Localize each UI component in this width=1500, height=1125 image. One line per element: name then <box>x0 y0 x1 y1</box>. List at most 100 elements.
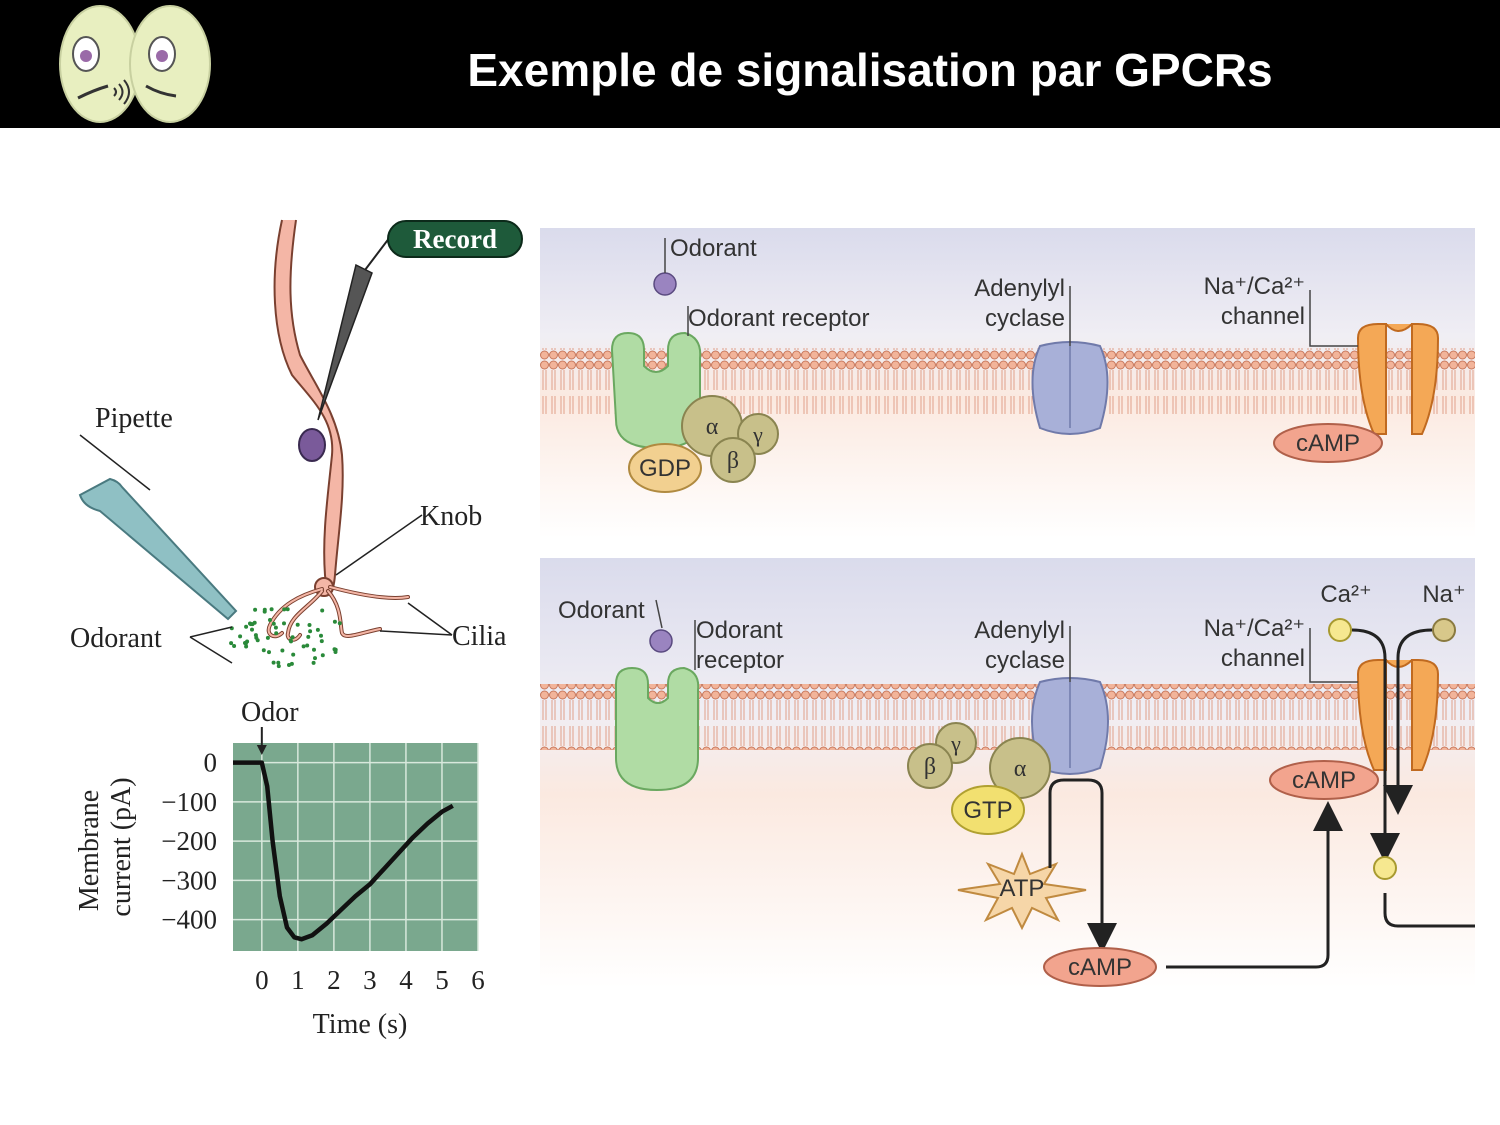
odorant-dot <box>319 639 324 644</box>
atp-molecule <box>957 851 1087 931</box>
ca-ion <box>1328 618 1352 642</box>
produced-camp-label: cAMP <box>1068 954 1132 981</box>
odorant-dot <box>268 618 272 622</box>
odorant-dot <box>307 623 312 627</box>
odorant-dot <box>245 639 250 644</box>
intracellular-ca-ion <box>1373 856 1397 880</box>
top-receptor-label: Odorant receptor <box>688 305 869 332</box>
odorant-dot <box>337 621 342 626</box>
odorant-dot <box>276 660 281 665</box>
na-ion <box>1432 618 1456 642</box>
record-badge <box>387 220 523 258</box>
header-bar <box>0 0 1500 128</box>
cell-nucleus <box>298 428 326 462</box>
y-tick-label: −200 <box>161 826 217 856</box>
bottom-gamma-label: γ <box>950 731 961 756</box>
ca-influx-arrow <box>1351 628 1400 863</box>
odorant-dot <box>333 650 338 654</box>
y-tick-label: −100 <box>161 787 217 817</box>
odorant-dot <box>290 635 295 640</box>
odorant-dot <box>229 641 234 646</box>
odorant-dot <box>253 607 258 612</box>
odorant-dot <box>301 644 306 649</box>
y-axis-label-line-2: current (pA) <box>106 777 137 916</box>
odorant-dot <box>332 619 337 624</box>
odorant-dot <box>295 622 300 627</box>
top-beta-label: β <box>727 448 739 474</box>
top-alpha-label: α <box>706 414 719 440</box>
x-tick-label: 4 <box>399 965 413 995</box>
camp-to-channel-arrow <box>1166 801 1343 969</box>
channel-camp-label: cAMP <box>1292 767 1356 794</box>
produced-camp-molecule <box>1043 947 1157 987</box>
x-tick-label: 0 <box>255 965 269 995</box>
odorant-dot <box>265 635 270 640</box>
odorant-dot <box>273 625 278 630</box>
odorant-dot <box>274 631 279 636</box>
series-line <box>233 760 454 942</box>
bottom-alpha-label: α <box>1014 756 1027 782</box>
odorant-dot <box>280 648 285 653</box>
odorant-dot <box>315 627 320 632</box>
slide-title: Exemple de signalisation par GPCRs <box>467 44 1273 96</box>
bottom-channel-ions-label: Na⁺/Ca²⁺ <box>1204 615 1305 642</box>
g-beta-subunit <box>710 437 756 483</box>
recording-electrode <box>317 263 373 421</box>
na-ion-label: Na⁺ <box>1422 581 1465 608</box>
x-tick-label: 6 <box>471 965 485 995</box>
odor-arrow-head <box>256 745 267 755</box>
cilia-label: Cilia <box>452 621 507 652</box>
gdp-molecule <box>628 443 702 493</box>
odorant-dot <box>252 620 257 625</box>
odorant-dot <box>289 661 294 666</box>
odorant-dot <box>238 634 243 639</box>
top-odorant-label: Odorant <box>670 235 757 262</box>
x-tick-label: 1 <box>291 965 305 995</box>
bottom-receptor-label-line-1: Odorant <box>696 617 783 644</box>
odor-annotation: Odor <box>241 697 299 728</box>
top-gamma-label: γ <box>752 422 763 447</box>
y-tick-label: −300 <box>161 865 217 895</box>
olfactory-neuron <box>273 219 344 598</box>
odorant-dot <box>232 644 237 648</box>
knob-label: Knob <box>420 501 482 532</box>
odorant-dot <box>262 607 267 612</box>
bottom-odorant-receptor <box>615 666 700 792</box>
speaking-faces-icon <box>59 5 211 123</box>
ca-ion-label: Ca²⁺ <box>1320 581 1371 608</box>
downstream-arrow <box>1383 893 1475 928</box>
gtp-label: GTP <box>963 797 1012 824</box>
channel-camp-molecule <box>1269 760 1379 800</box>
top-camp-label: cAMP <box>1296 430 1360 457</box>
y-tick-label: 0 <box>204 748 218 778</box>
odorant-dot <box>305 643 310 648</box>
bottom-cyclase-label: cyclase <box>985 647 1065 674</box>
odorant-dot <box>282 607 287 612</box>
na-influx-arrow <box>1383 628 1433 815</box>
odorant-dot <box>319 633 323 638</box>
y-axis-label-line-1: Membrane <box>74 790 105 911</box>
odorant-dot <box>271 660 276 665</box>
na-ca-channel <box>1356 323 1440 435</box>
y-tick-label: −400 <box>161 905 217 935</box>
atp-label: ATP <box>1000 875 1045 902</box>
odorant-molecule <box>653 272 677 296</box>
bottom-odorant-molecule <box>649 629 673 653</box>
x-axis-label: Time (s) <box>313 1009 408 1040</box>
odorant-dot <box>271 621 276 626</box>
olfactory-neuron-figure: Record Pipette Knob Cilia Odorant Odor 0… <box>70 219 523 1040</box>
top-cyclase-label: cyclase <box>985 305 1065 332</box>
top-adenylyl-label: Adenylyl <box>974 275 1065 302</box>
gtp-molecule <box>951 785 1025 835</box>
odorant-dots <box>229 607 342 669</box>
x-tick-label: 3 <box>363 965 377 995</box>
odorant-dot <box>267 650 271 655</box>
bottom-panel: Odorant Odorant receptor Adenylyl cyclas… <box>540 558 1475 988</box>
odorant-dot <box>291 652 296 657</box>
gpcr-signaling-diagram: Odorant Odorant receptor GDP α γ β Adeny… <box>540 228 1475 988</box>
bottom-na-ca-channel <box>1356 659 1440 771</box>
bottom-beta-label: β <box>924 754 936 780</box>
odorant-dot <box>269 607 274 612</box>
odorant-dot <box>276 664 281 669</box>
y-axis-label: Membrane current (pA) <box>74 777 137 916</box>
